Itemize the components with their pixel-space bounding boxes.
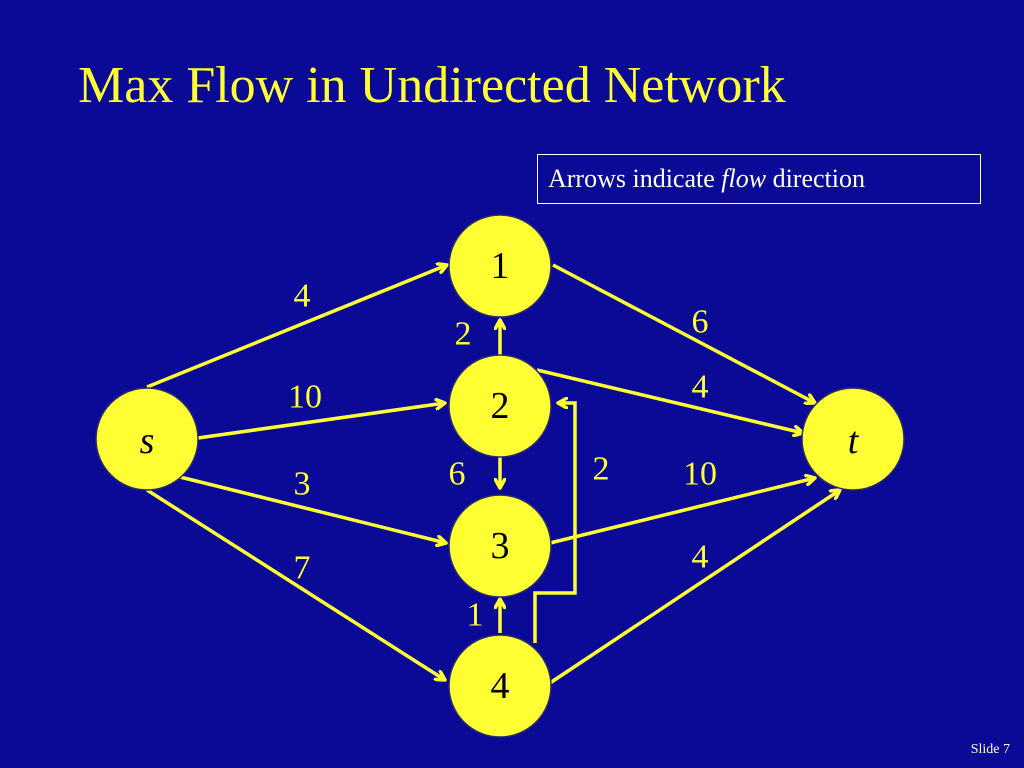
note-emphasis: flow bbox=[721, 164, 767, 193]
note-prefix: Arrows indicate bbox=[548, 164, 722, 193]
edge-4-t bbox=[549, 490, 840, 685]
edge-s-1 bbox=[146, 265, 447, 389]
node-1: 1 bbox=[448, 214, 552, 318]
flow-label-2-1: 2 bbox=[455, 316, 472, 353]
node-4: 4 bbox=[448, 634, 552, 738]
node-label-4: 4 bbox=[491, 665, 510, 707]
node-label-s: s bbox=[140, 420, 155, 462]
node-3: 3 bbox=[448, 494, 552, 598]
edge-s-4 bbox=[146, 488, 445, 680]
edge-4-2 bbox=[533, 403, 577, 643]
flow-label-1-t: 6 bbox=[692, 304, 709, 341]
flow-label-2-3: 6 bbox=[449, 456, 466, 493]
flow-label-4-t: 4 bbox=[692, 539, 709, 576]
edge-3-t bbox=[549, 478, 815, 545]
edge-1-t bbox=[552, 263, 815, 403]
flow-label-3-t: 10 bbox=[683, 456, 717, 493]
slide-title: Max Flow in Undirected Network bbox=[78, 57, 786, 114]
edge-s-3 bbox=[179, 475, 446, 543]
node-2: 2 bbox=[448, 354, 552, 458]
edge-s-2 bbox=[197, 403, 445, 440]
node-label-2: 2 bbox=[491, 385, 510, 427]
flow-label-4-3: 1 bbox=[467, 597, 484, 634]
node-s: s bbox=[95, 387, 199, 491]
flow-label-4-2: 2 bbox=[593, 451, 610, 488]
flow-label-s-1: 4 bbox=[294, 278, 311, 315]
flow-label-s-3: 3 bbox=[294, 466, 311, 503]
edge-2-t bbox=[536, 368, 803, 433]
note-suffix: direction bbox=[766, 164, 865, 193]
legend-note: Arrows indicate flow direction bbox=[537, 154, 981, 204]
flow-label-s-4: 7 bbox=[294, 550, 311, 587]
flow-label-s-2: 10 bbox=[288, 379, 322, 416]
node-label-1: 1 bbox=[491, 245, 510, 287]
node-t: t bbox=[801, 387, 905, 491]
flow-label-2-t: 4 bbox=[692, 369, 709, 406]
node-label-3: 3 bbox=[491, 525, 510, 567]
slide-number: Slide 7 bbox=[970, 742, 1010, 757]
node-label-t: t bbox=[848, 420, 860, 462]
